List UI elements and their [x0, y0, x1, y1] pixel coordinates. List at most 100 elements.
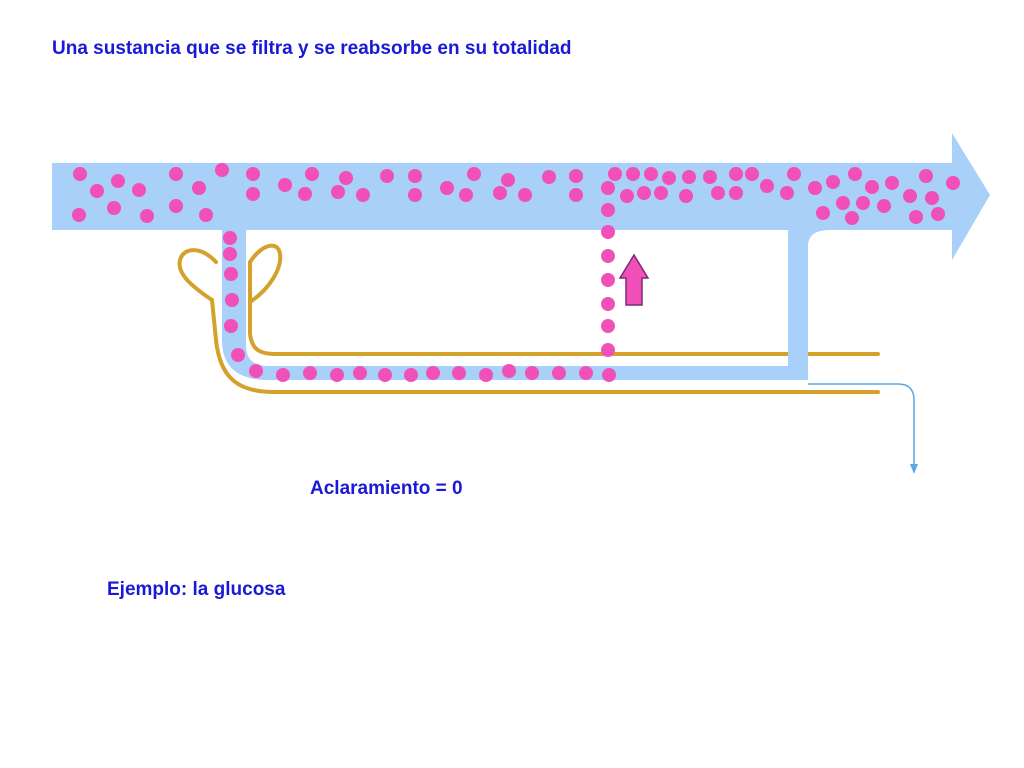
glucose-particle [111, 174, 125, 188]
glucose-particle [215, 163, 229, 177]
glucose-particle [729, 186, 743, 200]
return-branch [788, 205, 830, 380]
glucose-particle [224, 319, 238, 333]
glucose-particle [276, 368, 290, 382]
glucose-particle [330, 368, 344, 382]
glucose-particle [601, 203, 615, 217]
glucose-particle [339, 171, 353, 185]
glucose-particle [780, 186, 794, 200]
glucose-particle [223, 247, 237, 261]
glucose-particle [249, 364, 263, 378]
urine-arrow-head [910, 464, 918, 474]
clearance-label: Aclaramiento = 0 [310, 478, 463, 499]
glucose-particle [569, 169, 583, 183]
glucose-particle [353, 366, 367, 380]
glucose-particle [72, 208, 86, 222]
glucose-particle [729, 167, 743, 181]
glucose-particle [877, 199, 891, 213]
glucose-particle [73, 167, 87, 181]
glucose-particle [459, 188, 473, 202]
glucose-particle [192, 181, 206, 195]
glucose-particle [331, 185, 345, 199]
glucose-particle [925, 191, 939, 205]
glucose-particle [404, 368, 418, 382]
branch-joint [222, 200, 246, 220]
glucose-particle [601, 319, 615, 333]
glucose-particle [679, 189, 693, 203]
glucose-particle [601, 343, 615, 357]
glucose-particle [662, 171, 676, 185]
glucose-particle [919, 169, 933, 183]
glucose-particle [223, 231, 237, 245]
glucose-particle [711, 186, 725, 200]
glucose-particle [909, 210, 923, 224]
glucose-particle [452, 366, 466, 380]
glucose-particle [946, 176, 960, 190]
reabsorption-arrow-icon [618, 253, 650, 306]
glucose-particle [542, 170, 556, 184]
glucose-particle [502, 364, 516, 378]
bowman-capsule [177, 248, 880, 394]
glucose-particle [501, 173, 515, 187]
glucose-particle [440, 181, 454, 195]
glucose-particle [246, 187, 260, 201]
glucose-particle [278, 178, 292, 192]
glucose-particle [601, 297, 615, 311]
glucose-particle [579, 366, 593, 380]
particles [72, 163, 960, 382]
glucose-particle [493, 186, 507, 200]
glucose-particle [745, 167, 759, 181]
glucose-particle [140, 209, 154, 223]
glucose-particle [356, 188, 370, 202]
glucose-particle [298, 187, 312, 201]
glucose-particle [608, 167, 622, 181]
glucose-particle [518, 188, 532, 202]
glucose-particle [479, 368, 493, 382]
glucose-particle [760, 179, 774, 193]
glucose-particle [378, 368, 392, 382]
glucose-particle [644, 167, 658, 181]
glucose-particle [836, 196, 850, 210]
glucose-particle [856, 196, 870, 210]
glucose-particle [601, 249, 615, 263]
glucose-particle [816, 206, 830, 220]
glucose-particle [90, 184, 104, 198]
glucose-particle [107, 201, 121, 215]
glucose-particle [380, 169, 394, 183]
glucose-particle [620, 189, 634, 203]
glucose-particle [826, 175, 840, 189]
glucose-particle [303, 366, 317, 380]
glucose-particle [787, 167, 801, 181]
glucose-particle [224, 267, 238, 281]
glucose-particle [408, 188, 422, 202]
glucose-particle [246, 167, 260, 181]
glucose-particle [845, 211, 859, 225]
glucose-particle [169, 199, 183, 213]
glucose-particle [885, 176, 899, 190]
glucose-particle [601, 181, 615, 195]
glucose-particle [848, 167, 862, 181]
glucose-particle [426, 366, 440, 380]
capsule-inner-wall [248, 243, 880, 356]
glucose-particle [408, 169, 422, 183]
glucose-particle [931, 207, 945, 221]
glucose-particle [654, 186, 668, 200]
glucose-particle [865, 180, 879, 194]
glucose-particle [601, 225, 615, 239]
glucose-particle [467, 167, 481, 181]
glucose-particle [225, 293, 239, 307]
glucose-particle [601, 273, 615, 287]
glucose-particle [569, 188, 583, 202]
urine-outflow-arrow-icon [808, 383, 915, 466]
glucose-particle [637, 186, 651, 200]
glucose-particle [626, 167, 640, 181]
glucose-particle [199, 208, 213, 222]
glucose-particle [682, 170, 696, 184]
glucose-particle [305, 167, 319, 181]
glucose-particle [169, 167, 183, 181]
glucose-particle [525, 366, 539, 380]
glucose-particle [552, 366, 566, 380]
diagram-title: Una sustancia que se filtra y se reabsor… [52, 38, 572, 59]
glucose-particle [808, 181, 822, 195]
